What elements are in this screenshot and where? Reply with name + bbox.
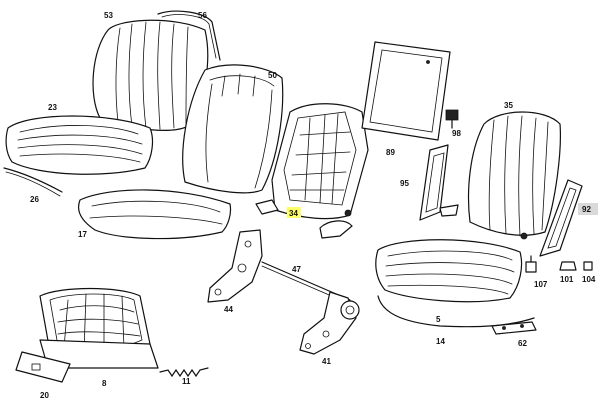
part-14-edge-trim[interactable]	[377, 295, 535, 328]
part-11-spring[interactable]	[159, 367, 209, 378]
callout-44[interactable]: 44	[224, 305, 233, 314]
callout-95[interactable]: 95	[400, 179, 409, 188]
part-101-clip[interactable]	[559, 261, 577, 271]
callout-8[interactable]: 8	[102, 379, 107, 388]
callout-101[interactable]: 101	[560, 275, 574, 284]
part-34-backrest-frame[interactable]	[255, 103, 369, 239]
part-50-backrest-pad[interactable]	[182, 64, 284, 194]
highlight-34	[287, 207, 301, 218]
part-95-side-panel[interactable]	[419, 144, 459, 221]
part-98-screw[interactable]	[445, 109, 459, 129]
callout-89[interactable]: 89	[386, 148, 395, 157]
part-107-fastener[interactable]	[525, 255, 537, 273]
part-41-hinge-right[interactable]	[299, 291, 360, 355]
highlight-92	[578, 203, 598, 215]
callout-50[interactable]: 50	[268, 71, 277, 80]
part-5-seat-cushion-right[interactable]	[375, 239, 523, 303]
part-20-slide-rail[interactable]	[15, 351, 71, 383]
part-44-hinge-left[interactable]	[207, 229, 263, 303]
part-35-backrest-right[interactable]	[467, 111, 561, 240]
callout-53[interactable]: 53	[104, 11, 113, 20]
callout-92[interactable]: 92	[582, 205, 591, 214]
part-56-trim-wire[interactable]	[157, 10, 221, 61]
part-26-trim-strip[interactable]	[3, 167, 63, 197]
callout-34[interactable]: 34	[289, 209, 298, 218]
callout-107[interactable]: 107	[534, 280, 548, 289]
part-23-seat-cover[interactable]	[5, 115, 154, 175]
part-89-rear-panel[interactable]	[361, 41, 451, 141]
part-17-seat-foam[interactable]	[77, 189, 232, 240]
callout-17[interactable]: 17	[78, 230, 87, 239]
callout-11[interactable]: 11	[182, 377, 191, 386]
callout-104[interactable]: 104	[582, 275, 596, 284]
callout-20[interactable]: 20	[40, 391, 49, 400]
part-92-side-trim[interactable]	[539, 179, 583, 257]
part-53-backrest-cushion[interactable]	[92, 19, 209, 131]
part-8-seat-frame[interactable]	[39, 287, 159, 369]
callout-35[interactable]: 35	[504, 101, 513, 110]
part-62-bracket[interactable]	[491, 321, 537, 335]
callout-14[interactable]: 14	[436, 337, 445, 346]
callout-62[interactable]: 62	[518, 339, 527, 348]
callout-98[interactable]: 98	[452, 129, 461, 138]
callout-41[interactable]: 41	[322, 357, 331, 366]
callout-47[interactable]: 47	[292, 265, 301, 274]
part-104-clip[interactable]	[583, 261, 593, 271]
callout-26[interactable]: 26	[30, 195, 39, 204]
callout-23[interactable]: 23	[48, 103, 57, 112]
callout-5[interactable]: 5	[436, 315, 441, 324]
callout-56[interactable]: 56	[198, 11, 207, 20]
